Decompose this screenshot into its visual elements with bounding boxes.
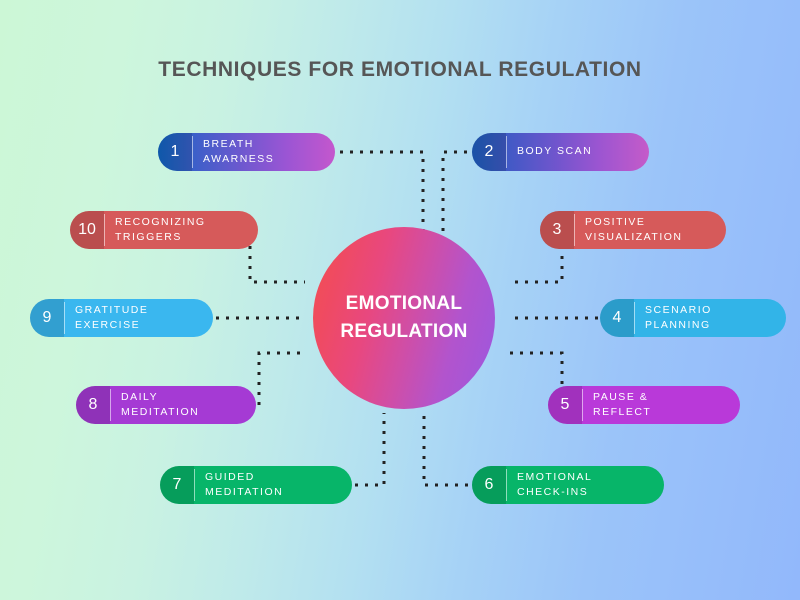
node-label: DAILY MEDITATION: [111, 386, 256, 424]
node-number-badge: 2: [472, 133, 506, 171]
center-node-line-1: EMOTIONAL: [345, 293, 463, 315]
connector-node-6: [422, 413, 468, 487]
node-label-line-1: RECOGNIZING: [115, 215, 206, 228]
node-label-line-1: BREATH: [203, 137, 254, 150]
node-label: SCENARIO PLANNING: [635, 299, 786, 337]
node-pause-and-reflect[interactable]: 5 PAUSE & REFLECT: [548, 386, 740, 424]
connector-node-5: [508, 351, 564, 384]
node-number-badge: 3: [540, 211, 574, 249]
node-label-line-2: REFLECT: [593, 406, 652, 418]
node-gratitude-exercise[interactable]: 9 GRATITUDE EXERCISE: [30, 299, 213, 337]
node-number-badge: 8: [76, 386, 110, 424]
node-label-line-1: GUIDED: [205, 470, 255, 483]
node-divider: [64, 302, 65, 334]
node-label: RECOGNIZING TRIGGERS: [105, 211, 258, 249]
node-divider: [192, 136, 193, 168]
node-divider: [506, 136, 507, 168]
node-number-badge: 10: [70, 211, 104, 249]
node-number-badge: 6: [472, 466, 506, 504]
node-label: POSITIVE VISUALIZATION: [575, 211, 726, 249]
node-label-line-1: POSITIVE: [585, 215, 646, 228]
node-divider: [194, 469, 195, 501]
page-title: TECHNIQUES FOR EMOTIONAL REGULATION: [158, 58, 642, 81]
node-label: BREATH AWARNESS: [193, 133, 335, 171]
node-label: GRATITUDE EXERCISE: [65, 299, 213, 337]
node-breath-awareness[interactable]: 1 BREATH AWARNESS: [158, 133, 335, 171]
node-label-line-2: PLANNING: [645, 319, 711, 331]
node-positive-visualization[interactable]: 3 POSITIVE VISUALIZATION: [540, 211, 726, 249]
node-scenario-planning[interactable]: 4 SCENARIO PLANNING: [600, 299, 786, 337]
node-label-line-1: SCENARIO: [645, 303, 712, 316]
node-label: GUIDED MEDITATION: [195, 466, 352, 504]
node-label-line-2: MEDITATION: [205, 486, 284, 498]
node-label-line-2: AWARNESS: [203, 153, 275, 165]
node-label-line-2: VISUALIZATION: [585, 231, 683, 243]
node-label-line-1: BODY SCAN: [517, 145, 593, 158]
connector-node-2: [441, 150, 467, 238]
node-number-badge: 4: [600, 299, 634, 337]
center-node: EMOTIONAL REGULATION: [313, 227, 495, 409]
node-label: EMOTIONAL CHECK-INS: [507, 466, 664, 504]
node-emotional-check-ins[interactable]: 6 EMOTIONAL CHECK-INS: [472, 466, 664, 504]
node-label-line-2: TRIGGERS: [115, 231, 182, 243]
node-label-line-2: CHECK-INS: [517, 486, 589, 498]
node-number-badge: 7: [160, 466, 194, 504]
node-label-line-1: GRATITUDE: [75, 303, 149, 316]
connector-node-8: [257, 351, 305, 405]
node-guided-meditation[interactable]: 7 GUIDED MEDITATION: [160, 466, 352, 504]
node-label-line-2: EXERCISE: [75, 319, 141, 331]
connector-node-7: [355, 413, 386, 487]
node-recognizing-triggers[interactable]: 10 RECOGNIZING TRIGGERS: [70, 211, 258, 249]
node-divider: [574, 214, 575, 246]
node-label-line-2: MEDITATION: [121, 406, 200, 418]
node-label-line-1: DAILY: [121, 390, 159, 403]
connector-node-1: [340, 150, 425, 238]
node-divider: [104, 214, 105, 246]
node-divider: [110, 389, 111, 421]
node-label: BODY SCAN: [507, 133, 649, 171]
node-divider: [506, 469, 507, 501]
center-node-line-2: REGULATION: [340, 321, 468, 342]
node-label: PAUSE & REFLECT: [583, 386, 740, 424]
node-number-badge: 5: [548, 386, 582, 424]
node-number-badge: 1: [158, 133, 192, 171]
connector-node-10: [248, 236, 305, 284]
node-label-line-1: EMOTIONAL: [517, 470, 593, 483]
node-label-line-1: PAUSE &: [593, 390, 649, 403]
node-body-scan[interactable]: 2 BODY SCAN: [472, 133, 649, 171]
node-daily-meditation[interactable]: 8 DAILY MEDITATION: [76, 386, 256, 424]
node-number-badge: 9: [30, 299, 64, 337]
node-divider: [582, 389, 583, 421]
node-divider: [634, 302, 635, 334]
